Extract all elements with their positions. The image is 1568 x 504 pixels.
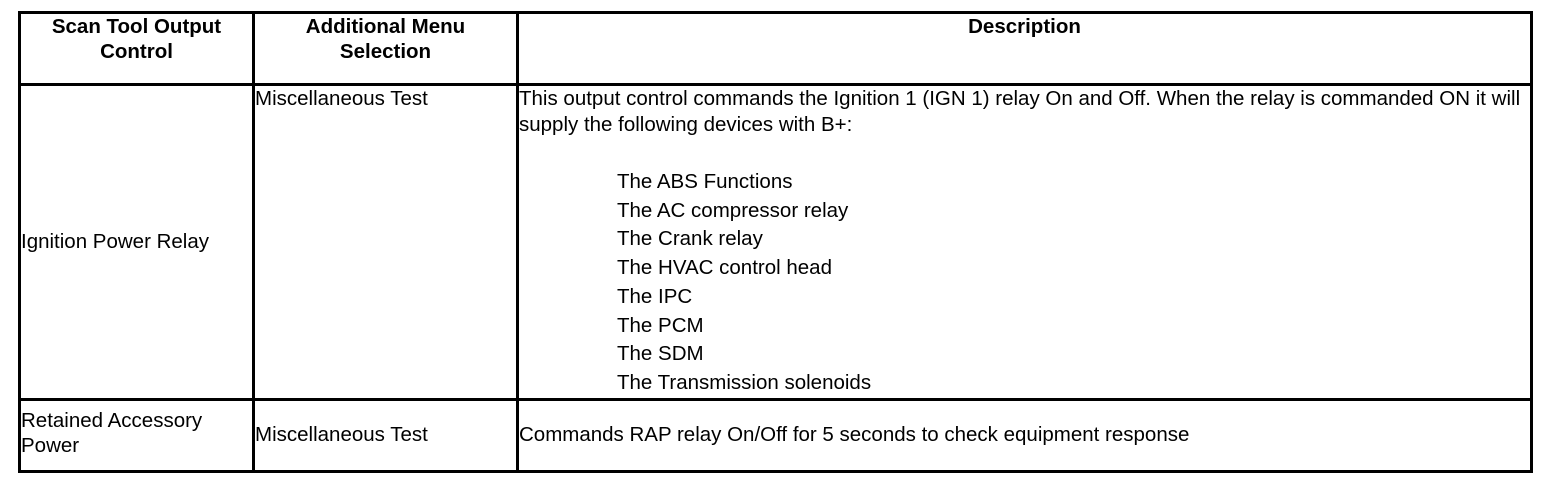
column-header-description: Description bbox=[516, 11, 1533, 86]
cell-control-retained-accessory-power: Retained Accessory Power bbox=[18, 397, 255, 473]
column-header-control-line1: Scan Tool Output bbox=[51, 15, 222, 38]
description-intro-text: This output control commands the Ignitio… bbox=[519, 87, 1521, 136]
column-header-additional-menu-selection: Additional Menu Selection bbox=[252, 11, 519, 86]
description-device-list: The ABS Functions The AC compressor rela… bbox=[519, 168, 1530, 398]
list-item: The Crank relay bbox=[617, 227, 763, 251]
cell-menu-retained-accessory-power: Miscellaneous Test bbox=[252, 397, 519, 473]
cell-description-retained-accessory-power: Commands RAP relay On/Off for 5 seconds … bbox=[516, 397, 1533, 473]
column-header-scan-tool-output-control: Scan Tool Output Control bbox=[18, 11, 255, 86]
list-item: The SDM bbox=[617, 342, 704, 366]
column-header-menu-line1: Additional Menu bbox=[305, 15, 466, 38]
description-text: Commands RAP relay On/Off for 5 seconds … bbox=[519, 423, 1190, 447]
scan-tool-output-control-table: Scan Tool Output Control Additional Menu… bbox=[18, 11, 1533, 473]
table-row: Retained Accessory Power Miscellaneous T… bbox=[18, 397, 1533, 473]
list-item: The IPC bbox=[617, 284, 693, 308]
column-header-description-label: Description bbox=[968, 15, 1081, 38]
table-header-row: Scan Tool Output Control Additional Menu… bbox=[18, 11, 1533, 86]
cell-description-ignition-power-relay: This output control commands the Ignitio… bbox=[516, 83, 1533, 401]
list-item: The PCM bbox=[617, 313, 704, 337]
column-header-menu-line2: Selection bbox=[339, 40, 432, 63]
list-item: The Transmission solenoids bbox=[617, 370, 872, 394]
list-item: The HVAC control head bbox=[617, 256, 832, 280]
list-item: The ABS Functions bbox=[617, 170, 793, 193]
column-header-control-line2: Control bbox=[100, 40, 173, 63]
list-item: The AC compressor relay bbox=[617, 198, 849, 222]
table-header: Scan Tool Output Control Additional Menu… bbox=[18, 11, 1533, 86]
table-row: Ignition Power Relay Miscellaneous Test … bbox=[18, 83, 1533, 401]
cell-control-ignition-power-relay: Ignition Power Relay bbox=[18, 83, 255, 401]
cell-menu-ignition-power-relay: Miscellaneous Test bbox=[252, 83, 519, 401]
table-body: Ignition Power Relay Miscellaneous Test … bbox=[18, 83, 1533, 473]
